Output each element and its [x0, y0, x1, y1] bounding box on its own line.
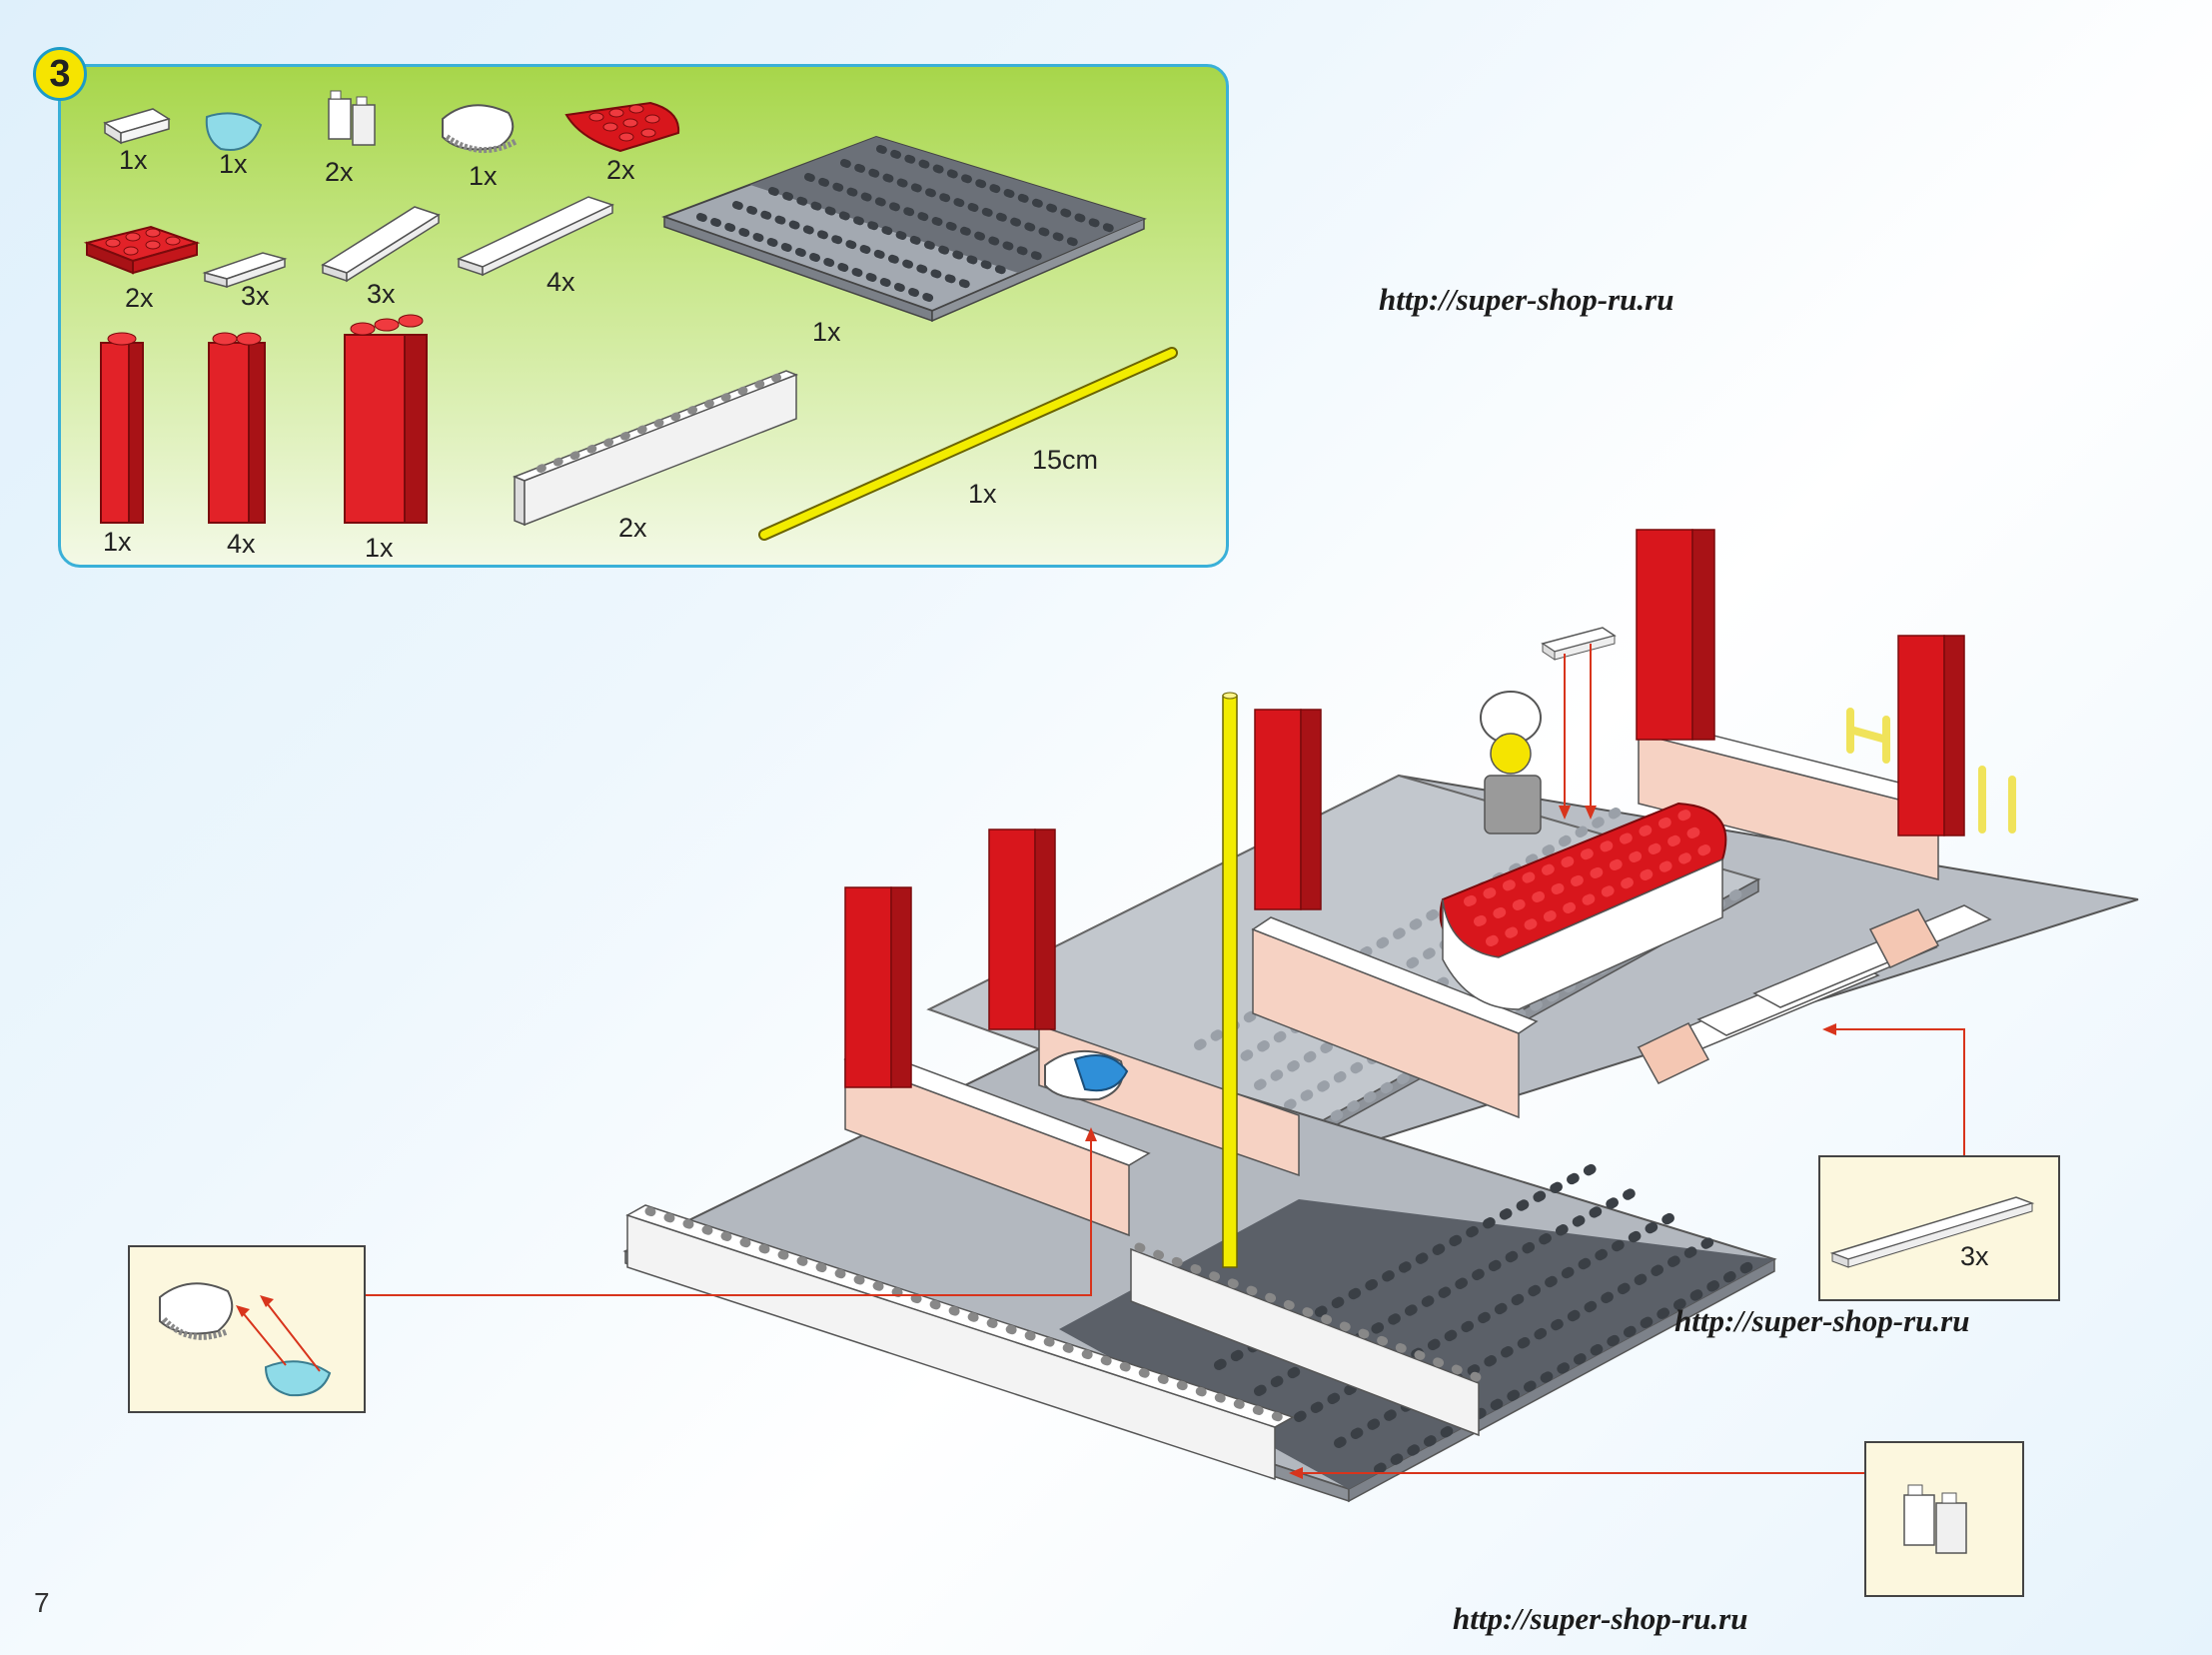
part-qty: 2x [325, 157, 354, 187]
helmet-icon [442, 104, 519, 154]
tile-1x6-icon [321, 206, 441, 283]
arrow-heads [1085, 806, 1836, 1479]
part-qty: 3x [367, 279, 396, 309]
parts-illustrations [83, 90, 1178, 541]
part-qty: 2x [618, 513, 647, 543]
step-badge-icon: 3 [33, 47, 87, 101]
part-qty: 1x [365, 533, 394, 563]
baseplate-icon [661, 135, 1147, 323]
tile-1x8-icon [456, 196, 615, 277]
long-brick-icon [512, 370, 799, 527]
callout-brick-pair [1864, 1441, 2024, 1597]
tile-3x-illustration [1829, 1196, 2035, 1268]
part-qty: 2x [125, 283, 154, 313]
white-brick-row [625, 1204, 1482, 1481]
parts-list-panel: 3 1x 1x 2x 1x 2x 2x 3x 3x 4x 1x 1x 4x 1x… [33, 47, 1229, 568]
red-counter [1439, 802, 1727, 1010]
helmet-icon [159, 1282, 234, 1340]
rod-length: 15cm [1032, 445, 1099, 475]
yellow-handle [1846, 708, 2016, 833]
helmet-icon [1044, 1050, 1129, 1101]
flat-tile-icon [1829, 1196, 2035, 1268]
tall-brick-icon [100, 332, 144, 524]
yellow-rod-icon [758, 347, 1178, 541]
watermark-url: http://super-shop-ru.ru [1453, 1601, 1748, 1636]
white-brick-pair-icon [1903, 1484, 1967, 1554]
part-qty: 4x [547, 267, 575, 297]
yellow-rod-icon [1222, 692, 1238, 1268]
watermark-url: http://super-shop-ru.ru [1379, 282, 1674, 317]
part-qty: 1x [812, 317, 841, 347]
helmet-visor-combine [159, 1282, 332, 1397]
part-qty: 1x [103, 527, 132, 557]
step-number: 3 [49, 53, 71, 95]
part-qty: 2x [606, 155, 635, 185]
part-qty: 1x [469, 161, 498, 191]
flat-tile-icon [103, 108, 171, 145]
part-qty: 4x [227, 529, 256, 559]
page-number: 7 [34, 1587, 50, 1618]
tall-brick-icon [344, 314, 428, 524]
part-qty: 1x [119, 145, 148, 175]
white-brick-pair-icon [328, 90, 376, 146]
tall-brick-icon [208, 332, 266, 524]
callout-helmet-visor [128, 1245, 366, 1413]
minifigure-icon [1480, 691, 1542, 834]
tile-1x4-icon [202, 252, 288, 289]
watermark-url: http://super-shop-ru.ru [1674, 1303, 1970, 1338]
part-qty: 1x [968, 479, 997, 509]
callout-qty: 3x [1960, 1241, 1989, 1271]
part-qty: 1x [219, 149, 248, 179]
visor-icon [264, 1360, 332, 1397]
arrow-lines [364, 644, 1965, 1474]
red-pillar [844, 529, 1965, 1088]
round-plate-icon [564, 101, 680, 153]
part-qty: 3x [241, 281, 270, 311]
red-plate-icon [83, 225, 201, 275]
stair-tiles [1637, 904, 1992, 1084]
flat-tile-icon [1541, 627, 1617, 661]
visor-icon [205, 112, 263, 151]
callout-tile: 3x [1818, 1155, 2060, 1301]
